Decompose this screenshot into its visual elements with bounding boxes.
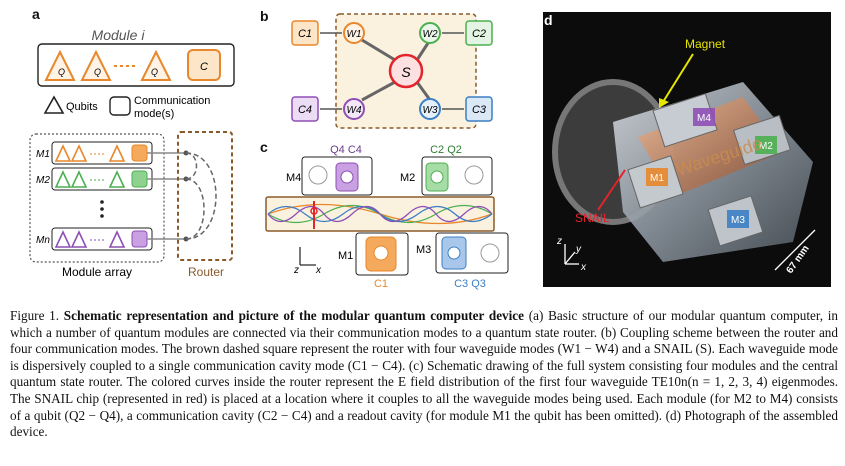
- c-m3: M3: [416, 244, 431, 256]
- panel-b-diagram: S W1 W2 W3 W4 C1 C2 C3 C4: [291, 13, 493, 129]
- device-photo-art: M4 M2 M1 M3 Waveguide Magnet SNAIL z y x…: [552, 37, 816, 276]
- panel-b: b S W1 W2 W3 W4 C1 C2 C3 C4: [250, 0, 525, 135]
- photo-snail-label: SNAIL: [575, 211, 610, 225]
- panel-a-diagram: Module i Q Q Q C Qubits Communication mo…: [29, 27, 235, 279]
- panel-a: a Module i Q Q Q C Qubits Communication …: [0, 0, 250, 290]
- panel-c-label: c: [260, 139, 268, 155]
- photo-axis-z: z: [556, 236, 562, 247]
- figure-caption: Figure 1. Schematic representation and p…: [10, 308, 838, 441]
- svg-text:Q: Q: [151, 67, 158, 77]
- photo-magnet-label: Magnet: [685, 37, 726, 51]
- module-title: Module i: [92, 27, 146, 43]
- panel-d-label: d: [544, 12, 553, 28]
- caption-lead: Figure 1.: [10, 308, 60, 323]
- photo-tag-m3: M3: [731, 215, 745, 226]
- photo-axis-y: y: [575, 244, 582, 255]
- cavity-ci-label: C: [200, 61, 208, 73]
- photo-tag-m4: M4: [697, 113, 711, 124]
- panel-a-label: a: [32, 6, 40, 22]
- node-w2: W2: [423, 29, 438, 40]
- svg-text:Q: Q: [58, 67, 65, 77]
- legend-comm-line2: mode(s): [134, 108, 174, 120]
- c-m4: M4: [286, 172, 301, 184]
- c-axis-x: x: [315, 265, 322, 276]
- node-w1: W1: [347, 29, 362, 40]
- photo-scale: 67 mm: [784, 243, 811, 275]
- caption-title: Schematic representation and picture of …: [63, 308, 525, 323]
- snail-node-label: S: [401, 64, 411, 80]
- photo-axis-x: x: [580, 262, 587, 273]
- node-w3: W3: [423, 105, 438, 116]
- row-m1: M1: [36, 149, 50, 160]
- node-c2: C2: [472, 28, 486, 40]
- node-w4: W4: [347, 105, 362, 116]
- panel-c: c Q4 C4 C2 Q2 M4 M2 M1 C1 M3 C: [250, 135, 530, 295]
- panel-c-diagram: Q4 C4 C2 Q2 M4 M2 M1 C1 M3 C3 Q3: [265, 144, 509, 290]
- legend-qubits: Qubits: [66, 101, 98, 113]
- c-bottom-right: C3 Q3: [454, 278, 486, 290]
- panel-b-label: b: [260, 8, 269, 24]
- photo-tag-m2: M2: [759, 141, 773, 152]
- snail-node: [388, 53, 424, 89]
- node-c3: C3: [472, 104, 487, 116]
- row-m2: M2: [36, 175, 50, 186]
- row-mn: Mn: [36, 235, 50, 246]
- caption-body: (a) Basic structure of our modular quant…: [10, 308, 839, 440]
- photo-tag-m1: M1: [650, 173, 664, 184]
- c-top-left: Q4 C4: [330, 144, 362, 156]
- node-c4: C4: [298, 104, 312, 116]
- node-c1: C1: [298, 28, 312, 40]
- legend-qubit-icon: [43, 95, 65, 114]
- svg-text:Q: Q: [94, 67, 101, 77]
- router-label: Router: [188, 265, 224, 279]
- legend-comm-line1: Communication: [134, 95, 210, 107]
- c-bottom-left: C1: [374, 278, 388, 290]
- module-array-label: Module array: [62, 265, 132, 279]
- device-photo: M4 M2 M1 M3 Waveguide Magnet SNAIL z y x…: [543, 12, 831, 287]
- c-m2: M2: [400, 172, 415, 184]
- c-m1: M1: [338, 250, 353, 262]
- c-top-right: C2 Q2: [430, 144, 462, 156]
- snail-chip: [310, 207, 318, 215]
- c-axis-z: z: [293, 265, 299, 276]
- legend-comm-icon: [109, 96, 131, 116]
